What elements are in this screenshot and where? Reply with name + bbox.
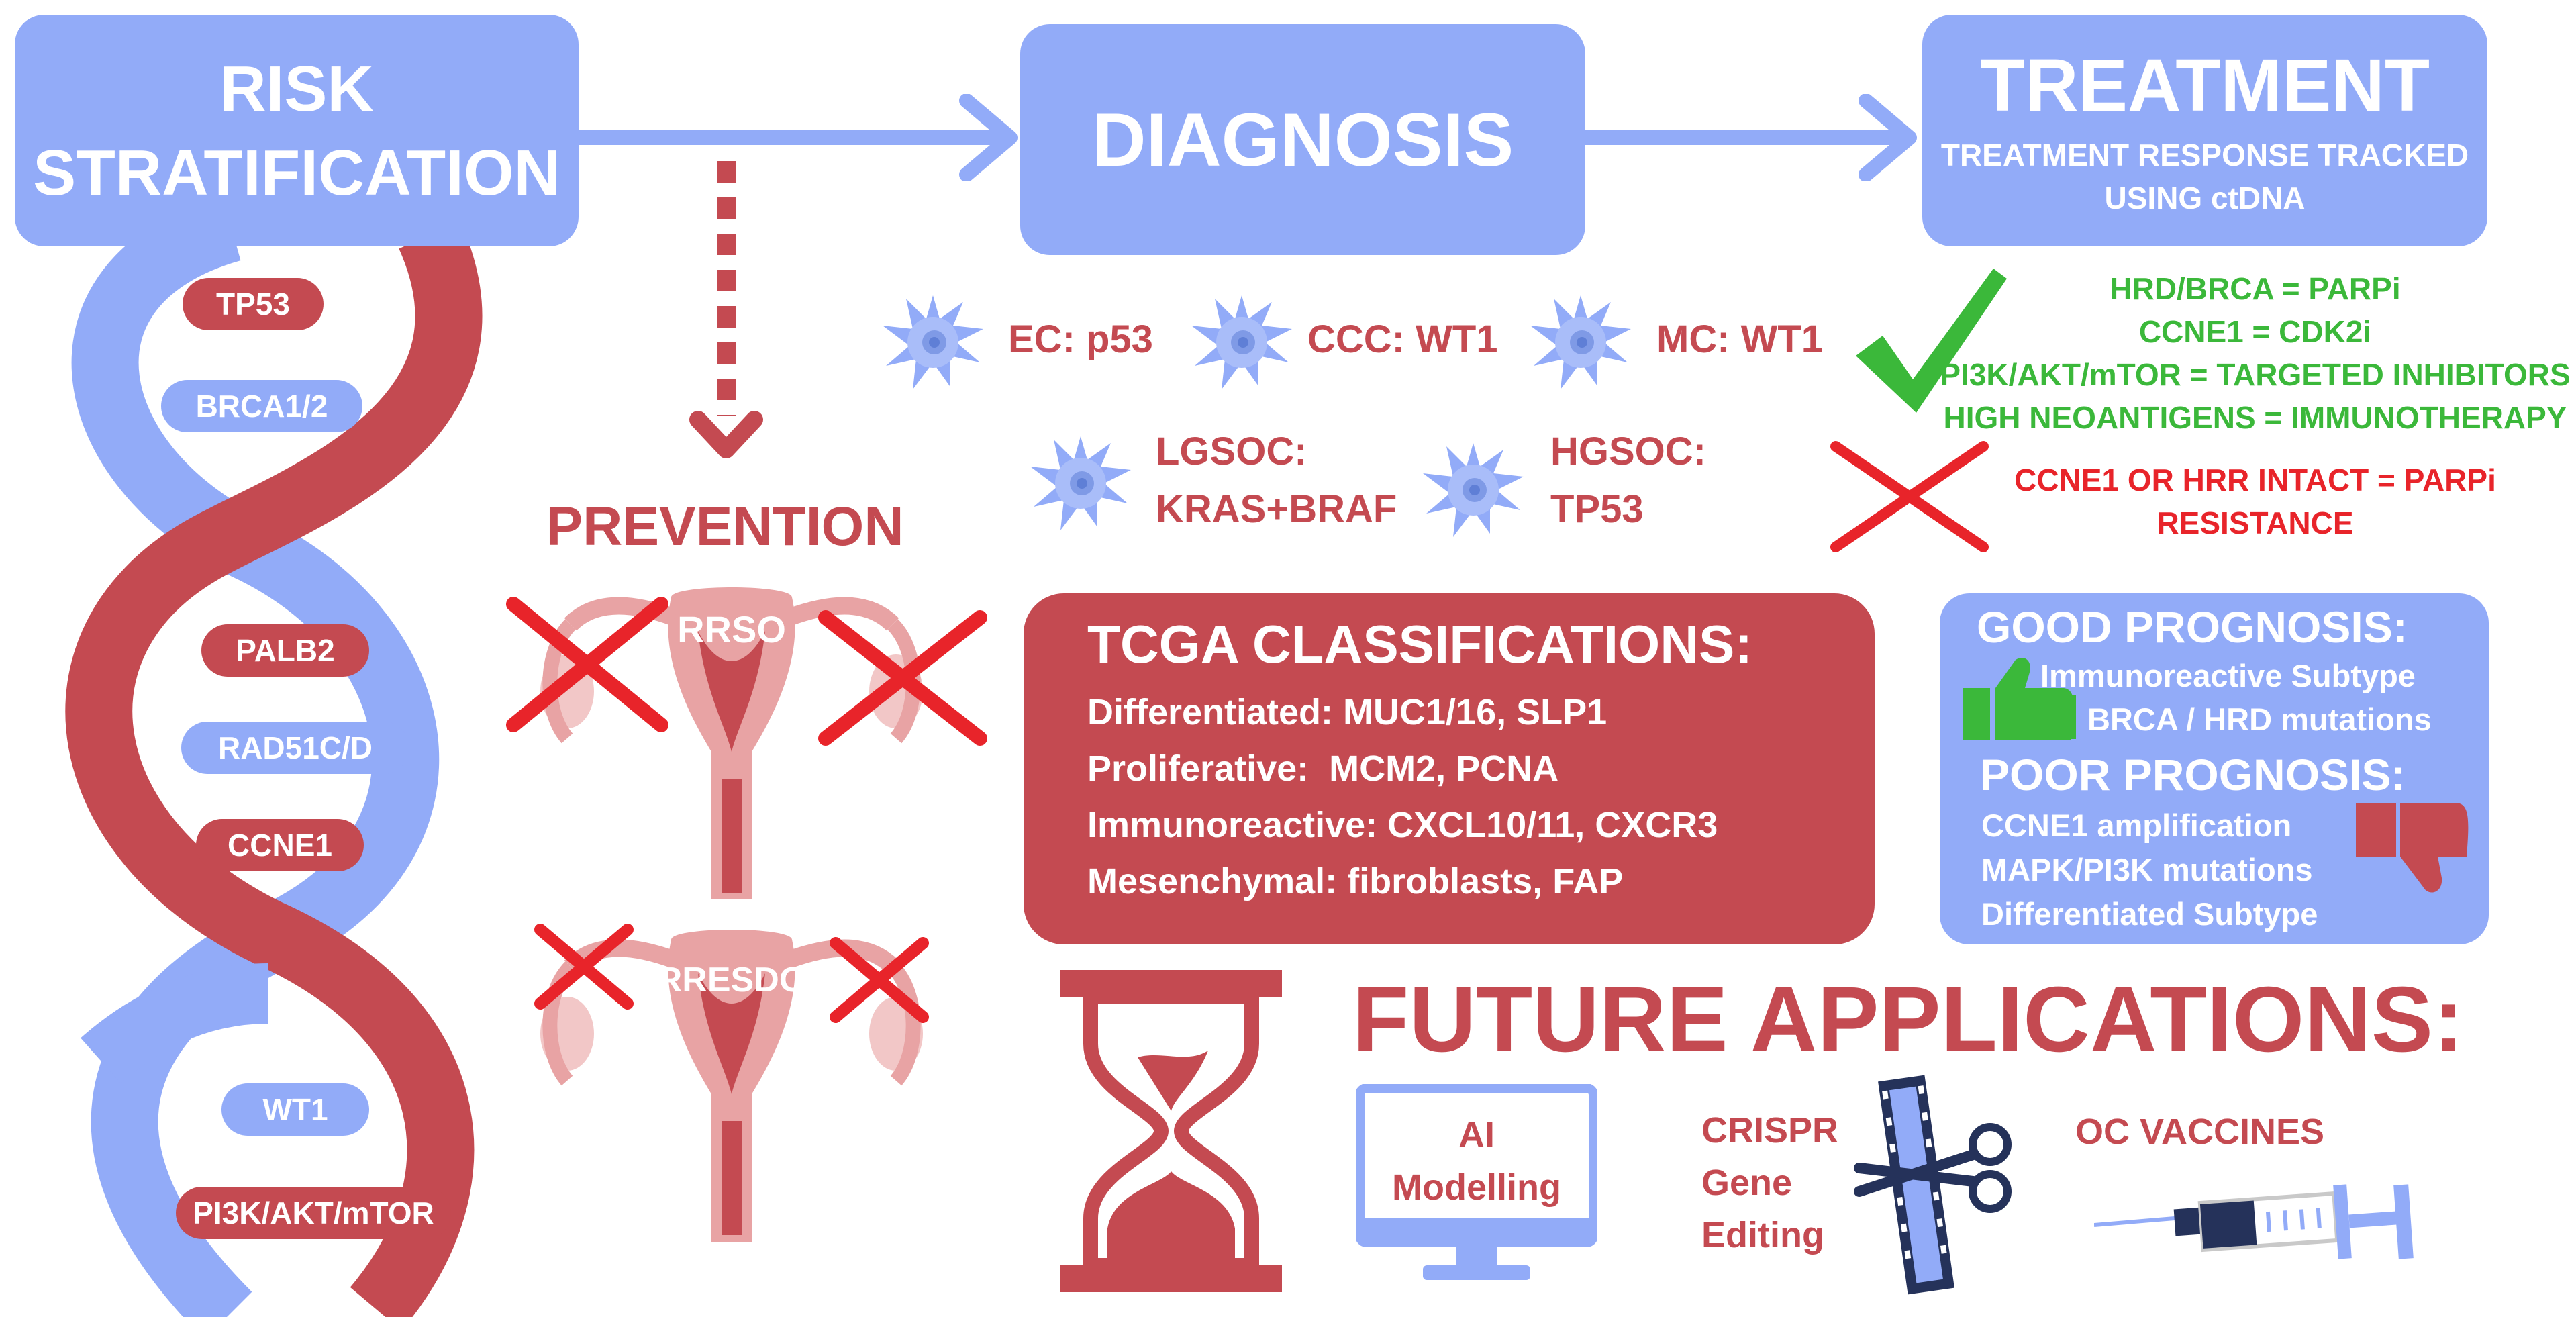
tcga-row: Mesenchymal: fibroblasts, FAP (1087, 861, 1624, 901)
arrow-diagnosis-to-treatment (1584, 94, 1917, 181)
gene-label-tp53: TP53 (183, 278, 324, 330)
cancer-cell-icon (1191, 295, 1292, 389)
dashed-arrow-to-prevention (689, 161, 763, 458)
diagnosis-box: DIAGNOSIS (1020, 24, 1585, 255)
gene-label-brca: BRCA1/2 (161, 380, 362, 432)
tcga-row: Immunoreactive: CXCL10/11, CXCR3 (1087, 805, 1718, 845)
subtype-lgsoc: LGSOC: KRAS+BRAF (1156, 423, 1397, 538)
gene-label-palb2: PALB2 (201, 624, 369, 677)
arrow-risk-to-diagnosis (577, 94, 1018, 181)
risk-stratification-box: RISK STRATIFICATION (15, 15, 579, 246)
poor-prognosis-item: CCNE1 amplification (1981, 808, 2292, 843)
cancer-cell-icon (1423, 443, 1524, 537)
crispr-line3: Editing (1701, 1215, 1824, 1255)
syringe-icon (2094, 1184, 2414, 1259)
cross-icon (534, 924, 634, 1010)
cancer-cell-icon (883, 295, 983, 389)
gene-label-wt1: WT1 (221, 1083, 369, 1136)
risk-title-line2: STRATIFICATION (33, 136, 560, 209)
treatment-negative-list: CCNE1 OR HRR INTACT = PARPi RESISTANCE (1987, 458, 2524, 544)
poor-prognosis-item: Differentiated Subtype (1981, 896, 2318, 932)
cross-icon (830, 937, 929, 1023)
treatment-box: TREATMENT TREATMENT RESPONSE TRACKED USI… (1922, 15, 2487, 246)
risk-title-line1: RISK (219, 52, 374, 125)
tcga-box: TCGA CLASSIFICATIONS: Differentiated: MU… (1024, 593, 1875, 944)
treatment-positive-3: PI3K/AKT/mTOR = TARGETED INHIBITORS (1940, 357, 2571, 392)
subtype-ec: EC: p53 (1008, 318, 1153, 361)
tcga-row: Differentiated: MUC1/16, SLP1 (1087, 692, 1607, 732)
cross-icon (506, 597, 668, 732)
treatment-negative-2: RESISTANCE (2157, 505, 2354, 540)
subtype-hgsoc: HGSOC: TP53 (1550, 423, 1706, 538)
crispr-line2: Gene (1701, 1163, 1793, 1203)
subtype-ccc: CCC: WT1 (1307, 318, 1498, 361)
treatment-title: TREATMENT (1979, 44, 2430, 127)
lgsoc-line1: LGSOC: (1156, 430, 1307, 473)
subtype-mc: MC: WT1 (1656, 318, 1824, 361)
rrso-label: RRSO (677, 608, 786, 650)
cancer-cell-icon (1530, 295, 1631, 389)
good-prognosis-item: BRCA / HRD mutations (2087, 701, 2432, 737)
treatment-subtitle-line1: TREATMENT RESPONSE TRACKED (1940, 137, 2469, 173)
ai-label: AI Modelling (1363, 1109, 1591, 1214)
lgsoc-line2: KRAS+BRAF (1156, 487, 1397, 531)
gene-label-rad51: RAD51C/D (181, 722, 409, 774)
ai-line2: Modelling (1392, 1167, 1561, 1208)
diagnosis-title: DIAGNOSIS (1091, 97, 1514, 182)
crispr-line1: CRISPR (1701, 1110, 1839, 1151)
good-prognosis-item: Immunoreactive Subtype (2040, 658, 2416, 693)
poor-prognosis-title: POOR PROGNOSIS: (1980, 750, 2406, 799)
good-prognosis-title: GOOD PROGNOSIS: (1977, 602, 2408, 652)
tcga-rows: Differentiated: MUC1/16, SLP1 Proliferat… (1087, 684, 1718, 910)
tcga-row: Proliferative: MCM2, PCNA (1087, 748, 1559, 789)
rresdo-label: RRESDO (656, 961, 807, 999)
thumbs-up-icon (1963, 657, 2076, 740)
poor-prognosis-item: MAPK/PI3K mutations (1981, 852, 2313, 887)
prevention-title: PREVENTION (546, 496, 904, 557)
cross-icon (818, 610, 987, 746)
checkmark-icon (1856, 269, 2007, 413)
treatment-positive-4: HIGH NEOANTIGENS = IMMUNOTHERAPY (1943, 400, 2567, 435)
tcga-title: TCGA CLASSIFICATIONS: (1087, 614, 1753, 674)
thumbs-down-icon (2356, 803, 2469, 893)
vaccines-label: OC VACCINES (2075, 1112, 2325, 1152)
crispr-label: CRISPR Gene Editing (1701, 1104, 1838, 1261)
cross-icon (1830, 441, 1989, 552)
hgsoc-line1: HGSOC: (1550, 430, 1706, 473)
treatment-positive-1: HRD/BRCA = PARPi (2110, 271, 2401, 306)
gene-label-ccne1: CCNE1 (196, 819, 364, 871)
future-title: FUTURE APPLICATIONS: (1352, 968, 2464, 1071)
gene-label-pi3k: PI3K/AKT/mTOR (176, 1187, 451, 1239)
prognosis-box: GOOD PROGNOSIS: Immunoreactive Subtype B… (1940, 593, 2489, 944)
hgsoc-line2: TP53 (1550, 487, 1644, 531)
treatment-subtitle-line2: USING ctDNA (2104, 180, 2306, 215)
ai-line1: AI (1458, 1115, 1495, 1155)
treatment-positive-2: CCNE1 = CDK2i (2138, 314, 2372, 349)
scissors-film-icon (1854, 1075, 2012, 1295)
monitor-icon (1356, 1084, 1597, 1280)
hourglass-icon (1060, 970, 1282, 1292)
treatment-negative-1: CCNE1 OR HRR INTACT = PARPi (2014, 462, 2496, 497)
cancer-cell-icon (1030, 436, 1131, 530)
treatment-positive-list: HRD/BRCA = PARPi CCNE1 = CDK2i PI3K/AKT/… (1933, 267, 2576, 439)
